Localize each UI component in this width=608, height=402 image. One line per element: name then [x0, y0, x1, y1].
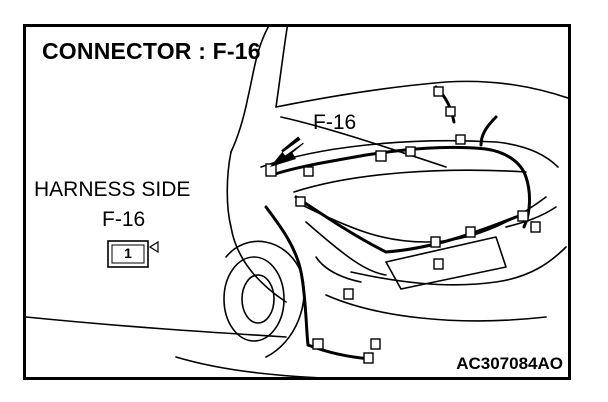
diagram-title: CONNECTOR : F-16	[42, 38, 261, 64]
connector	[295, 196, 306, 207]
pin-number: 1	[124, 245, 132, 261]
trunk-rear-panel	[305, 221, 387, 276]
callout-arrow	[270, 136, 304, 167]
connector	[455, 134, 466, 145]
harness-branch-right	[479, 115, 498, 147]
bumper-lower	[325, 294, 547, 322]
connector	[433, 86, 444, 97]
harness-connector-id: F-16	[102, 208, 146, 231]
pin-cell: 1	[108, 241, 148, 267]
tail-lamp-right	[505, 206, 557, 228]
harness-side-down	[264, 205, 310, 347]
connector	[465, 226, 476, 238]
connector-callout-label: F-16	[313, 111, 357, 134]
connector	[370, 338, 381, 350]
connector	[363, 352, 374, 364]
connector	[303, 166, 314, 177]
harness-trunk-edge	[294, 195, 518, 254]
harness-main	[270, 145, 531, 229]
rear-wheel	[223, 256, 285, 342]
roof-line	[230, 27, 270, 153]
lower-body	[175, 356, 318, 377]
trunk-lid-front	[293, 169, 527, 193]
rear-wheel-arch	[225, 240, 305, 358]
license-plate	[385, 236, 507, 290]
rear-pillar	[275, 27, 289, 108]
connector	[517, 210, 529, 222]
diagram-frame: CONNECTOR : F-16 F-16 HARNESS SIDE F-16 …	[23, 24, 571, 380]
tail-lamp-left	[315, 256, 362, 283]
connector	[405, 146, 416, 157]
trunk-lid-top	[260, 139, 559, 168]
figure-code: AC307084AO	[456, 354, 563, 373]
rocker-line	[26, 316, 287, 338]
vehicle-illustration	[26, 27, 568, 377]
rear-wheel-hub	[241, 274, 275, 324]
harness-connector-face	[107, 240, 159, 268]
bumper-upper	[350, 246, 567, 286]
rear-window-lower	[280, 116, 447, 168]
connector	[375, 150, 387, 162]
connector	[343, 288, 354, 300]
connector	[530, 221, 541, 233]
connector-f16	[265, 163, 277, 177]
rear-window-upper	[275, 80, 568, 108]
quarter-panel	[226, 151, 287, 303]
harness-side-heading: HARNESS SIDE	[34, 178, 191, 201]
connector	[312, 338, 324, 350]
connector	[445, 106, 456, 117]
connector	[433, 258, 444, 270]
connector	[430, 236, 441, 248]
